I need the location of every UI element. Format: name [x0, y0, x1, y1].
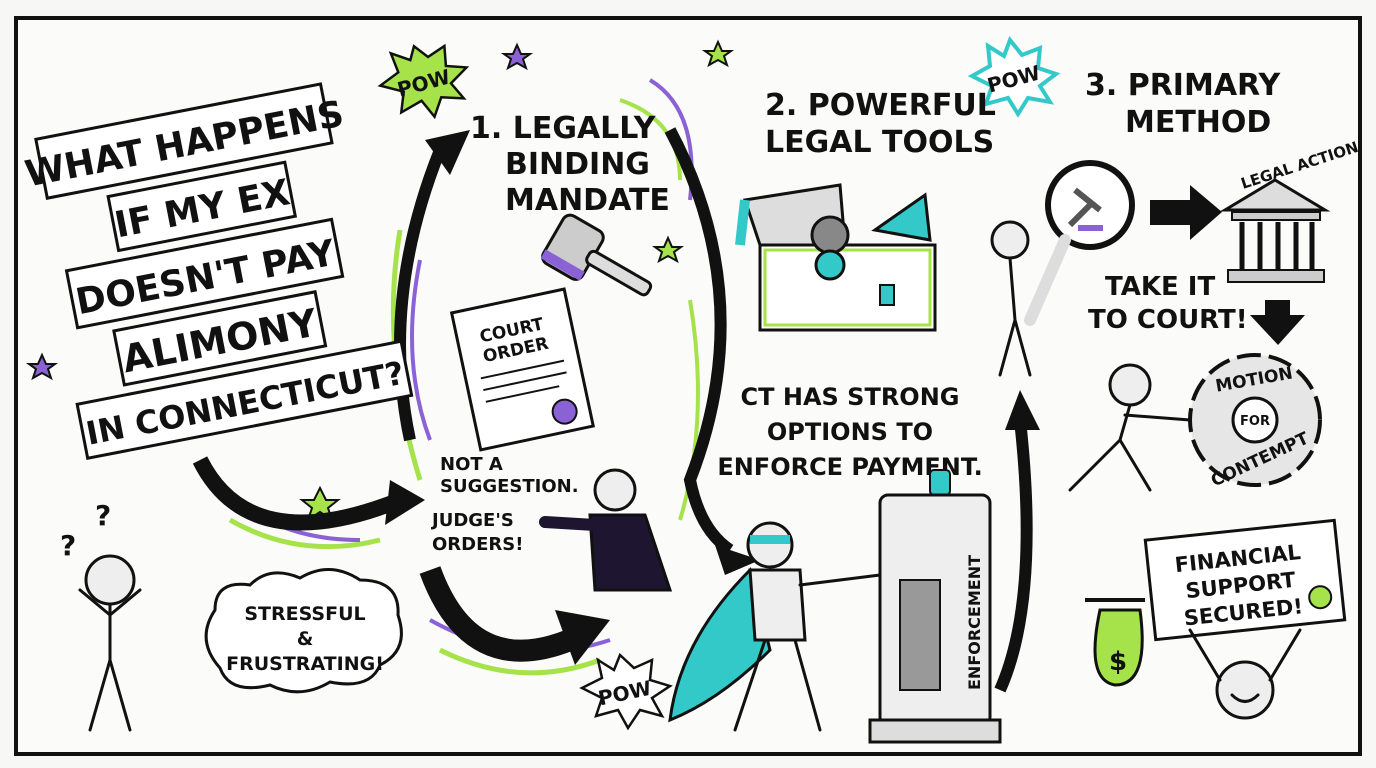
svg-text:FRUSTRATING!: FRUSTRATING! [226, 653, 384, 675]
step2-heading: LEGAL TOOLS [765, 125, 994, 160]
court-order-document: COURT ORDER [449, 287, 596, 452]
arrow-down-icon [1250, 300, 1305, 345]
success-sign: FINANCIAL SUPPORT SECURED! [1143, 518, 1347, 642]
step3-heading: 3. PRIMARY [1085, 68, 1281, 103]
step2-caption: CT HAS STRONG [741, 383, 960, 411]
svg-text:FOR: FOR [1240, 414, 1270, 429]
pushing-figure [1068, 363, 1192, 492]
svg-text:&: & [297, 628, 314, 650]
flow-arrows [192, 127, 1305, 693]
gavel-icon [540, 213, 653, 297]
enforcement-machine: ENFORCEMENT [868, 469, 1002, 744]
smiley-icon [1308, 585, 1333, 610]
cheering-figure [1188, 628, 1302, 720]
magnifier-figure [990, 160, 1135, 377]
gear-icon [810, 215, 850, 255]
judge-figure [539, 468, 673, 592]
svg-text:STRESSFUL: STRESSFUL [244, 603, 365, 625]
toolbox-icon [735, 183, 937, 332]
judge-text: JUDGE'S [430, 510, 514, 531]
star-icon [651, 235, 685, 264]
step3-heading: METHOD [1125, 105, 1271, 140]
pow-burst: POW [377, 43, 470, 120]
note-text: SUGGESTION. [440, 476, 579, 497]
take-it-text: TAKE IT [1105, 272, 1215, 302]
stressed-figure: ? ? [60, 499, 142, 732]
lock-icon [879, 284, 895, 306]
star-icon [701, 39, 735, 68]
star-icon [25, 352, 59, 381]
star-icon [500, 42, 534, 71]
star-icon [299, 485, 341, 523]
judge-text: ORDERS! [432, 534, 523, 555]
step1-heading: 1. LEGALLY [470, 111, 657, 146]
decorations [25, 39, 735, 676]
seal-icon [551, 398, 578, 425]
arrow-right-icon [1150, 185, 1222, 240]
svg-text:ENFORCEMENT: ENFORCEMENT [965, 555, 984, 690]
megaphone-icon [871, 192, 932, 242]
svg-text:?: ? [95, 499, 111, 532]
stress-cloud: STRESSFUL & FRUSTRATING! [204, 568, 403, 694]
step2-heading: 2. POWERFUL [765, 88, 996, 123]
step1-heading: MANDATE [505, 183, 670, 218]
step2-caption: OPTIONS TO [767, 418, 933, 446]
courthouse-icon [1219, 178, 1331, 283]
question-marks: ? [60, 529, 76, 562]
pow-burst: POW [967, 36, 1061, 118]
gear-motion-icon: MOTION FOR CONTEMPT [1188, 353, 1322, 491]
money-bag-icon: $ [1085, 598, 1145, 687]
superhero-figure [668, 521, 882, 732]
note-text: NOT A [440, 454, 503, 475]
pow-burst: POW [579, 652, 673, 731]
step1-heading: BINDING [505, 147, 650, 182]
svg-text:$: $ [1109, 647, 1127, 677]
take-it-text: TO COURT! [1088, 305, 1248, 335]
